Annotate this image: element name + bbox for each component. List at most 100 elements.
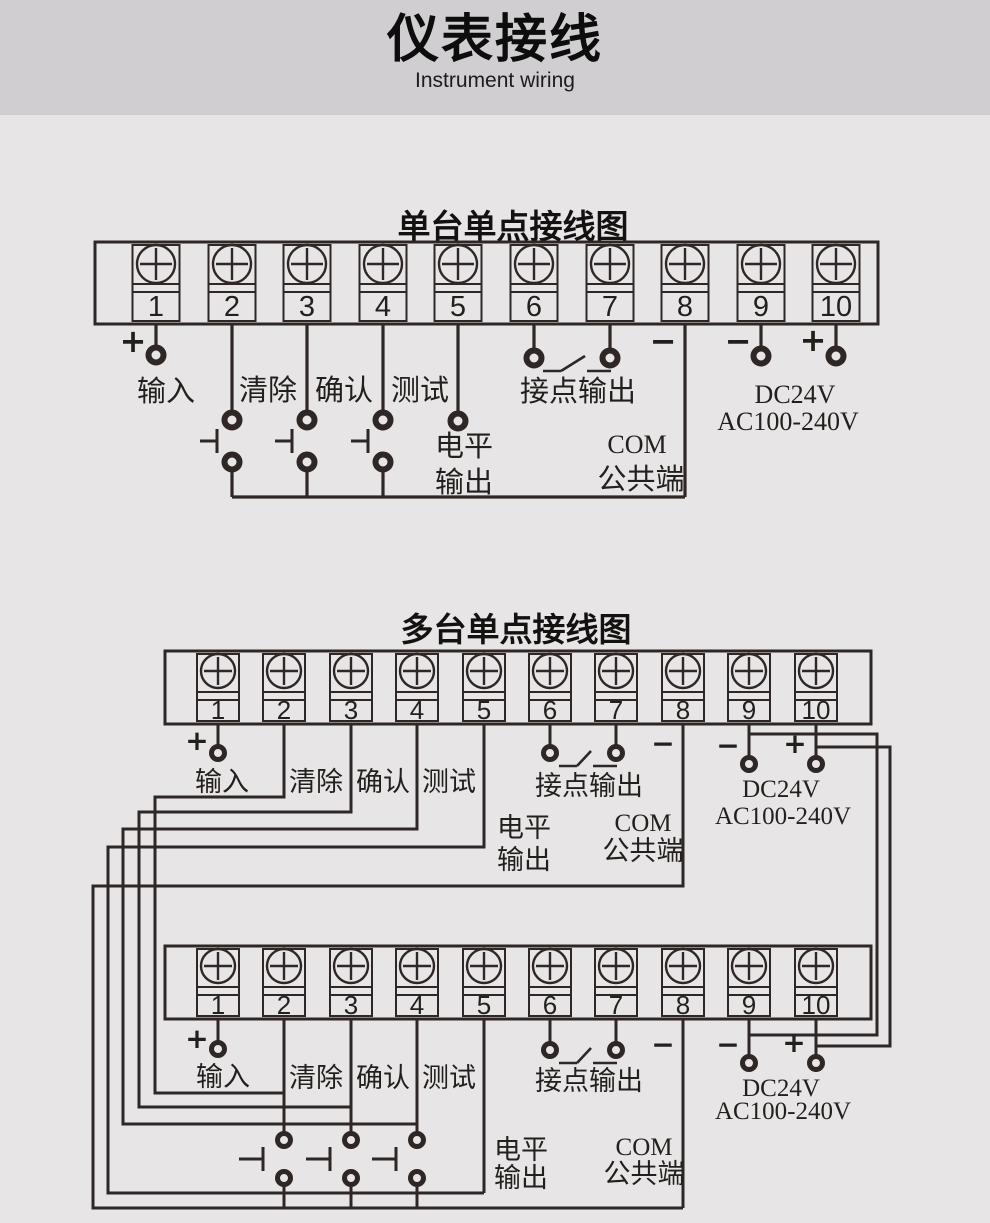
label-level-2: 输出: [497, 845, 551, 875]
screw-icon: [465, 947, 503, 985]
label-ac100-240v: AC100-240V: [715, 1098, 851, 1125]
screw-icon: [265, 652, 303, 690]
screw-icon: [465, 652, 503, 690]
wire-terminal-circle: [342, 1131, 360, 1149]
minus-sign: −: [725, 322, 752, 360]
wire: [816, 745, 892, 1048]
label-contact-output: 接点输出: [520, 375, 636, 408]
terminal-number: 4: [410, 990, 424, 1020]
wire: [153, 724, 286, 1095]
screw-icon: [398, 947, 436, 985]
terminal-number: 8: [676, 695, 690, 725]
terminal-block: [163, 944, 873, 1021]
terminal-number: 7: [602, 291, 618, 323]
label-level-1: 电平: [497, 813, 551, 843]
screw-icon: [730, 652, 768, 690]
wire-terminal-circle: [523, 347, 545, 369]
terminal-number: 3: [344, 695, 358, 725]
terminal-number: 4: [410, 695, 424, 725]
label-ac100-240v: AC100-240V: [715, 803, 851, 830]
plus-sign: +: [185, 1022, 208, 1055]
wire-terminal-circle: [541, 1041, 559, 1059]
label-com: COM: [616, 1134, 673, 1161]
label-clear: 清除: [239, 374, 297, 407]
wire: [91, 724, 685, 1210]
minus-sign: −: [651, 727, 674, 760]
wire-terminal-circle: [342, 1169, 360, 1187]
label-com: COM: [607, 430, 666, 459]
label-dc24v: DC24V: [742, 1075, 820, 1102]
screw-icon: [531, 652, 569, 690]
terminal-number: 3: [344, 990, 358, 1020]
label-confirm: 确认: [356, 1063, 410, 1093]
page-header: 仪表接线 Instrument wiring: [0, 0, 990, 115]
wire-terminal-circle: [221, 409, 243, 431]
label-contact-output: 接点输出: [535, 771, 643, 801]
wire-terminal-circle: [599, 347, 621, 369]
diagram1-title: 单台单点接线图: [398, 208, 629, 245]
terminal-number: 9: [753, 291, 769, 323]
screw-icon: [531, 947, 569, 985]
terminal-number: 10: [802, 990, 831, 1020]
label-contact-output: 接点输出: [535, 1066, 643, 1096]
wire-terminal-circle: [740, 755, 758, 773]
label-input: 输入: [137, 375, 195, 408]
multi-unit-upper: + 输入 清除 确认 测试 电平 输出 接点输出 − COM 公共端 − + D…: [185, 724, 851, 875]
terminal-block: [93, 240, 880, 326]
multi-unit-lower: + 输入 清除 确认 测试 电平 输出 接点输出 − COM 公共端 − + D…: [185, 1022, 851, 1193]
wire-terminal-circle: [372, 451, 394, 473]
terminal-number: 1: [211, 990, 225, 1020]
wire-terminal-circle: [750, 345, 772, 367]
label-level-2: 输出: [435, 466, 493, 499]
screw-icon: [597, 947, 635, 985]
screw-icon: [797, 947, 835, 985]
terminal-number: 10: [820, 291, 852, 323]
terminal-number: 2: [277, 990, 291, 1020]
label-com-common: 公共端: [603, 836, 684, 866]
contact-switch-icon: [576, 750, 592, 767]
terminal-number: 2: [277, 695, 291, 725]
wire-terminal-circle: [408, 1169, 426, 1187]
screw-icon: [332, 947, 370, 985]
page-subtitle: Instrument wiring: [415, 69, 575, 92]
plus-sign: +: [782, 1026, 805, 1059]
wire-terminal-circle: [807, 1054, 825, 1072]
screw-icon: [265, 947, 303, 985]
wire-terminal-circle: [209, 744, 227, 762]
wire-terminal-circle: [372, 409, 394, 431]
label-level-1: 电平: [494, 1135, 548, 1165]
screw-icon: [332, 652, 370, 690]
screw-icon: [199, 947, 237, 985]
terminal-number: 8: [676, 990, 690, 1020]
terminal-number: 1: [148, 291, 164, 323]
terminal-number: 5: [477, 990, 491, 1020]
wire-terminal-circle: [296, 409, 318, 431]
label-com-common: 公共端: [604, 1159, 685, 1189]
wire-terminal-circle: [221, 451, 243, 473]
screw-icon: [797, 652, 835, 690]
label-confirm: 确认: [356, 767, 410, 797]
terminal-number: 10: [802, 695, 831, 725]
plus-sign: +: [120, 322, 147, 360]
label-clear: 清除: [289, 1063, 343, 1093]
wire-terminal-circle: [296, 451, 318, 473]
label-test: 测试: [391, 374, 449, 407]
wire-terminal-circle: [275, 1131, 293, 1149]
wire-terminal-circle: [607, 744, 625, 762]
diagram2-title: 多台单点接线图: [401, 611, 632, 648]
terminal-number: 5: [450, 291, 466, 323]
screw-icon: [597, 652, 635, 690]
minus-sign: −: [716, 729, 739, 762]
wire: [749, 732, 879, 1037]
label-dc24v: DC24V: [742, 776, 820, 803]
label-input: 输入: [195, 767, 249, 797]
wire-terminal-circle: [541, 744, 559, 762]
screw-icon: [398, 652, 436, 690]
label-test: 测试: [422, 1063, 476, 1093]
terminal-number: 3: [299, 291, 315, 323]
wire-terminal-circle: [209, 1040, 227, 1058]
terminal-number: 6: [543, 990, 557, 1020]
terminal-number: 4: [375, 291, 391, 323]
label-confirm: 确认: [315, 374, 373, 407]
